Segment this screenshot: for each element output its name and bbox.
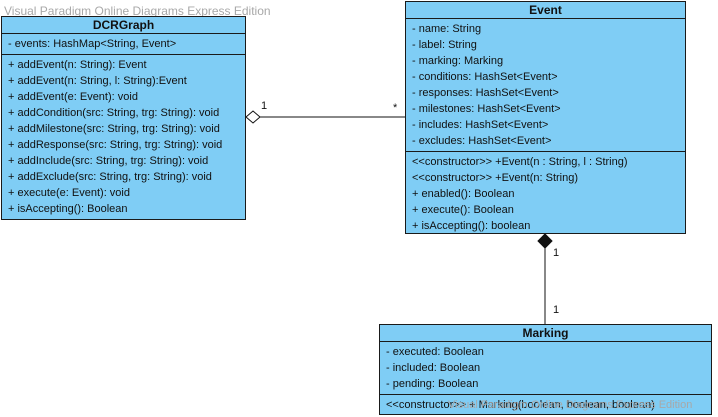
operation-row: + addExclude(src: String, trg: String): … bbox=[8, 171, 212, 183]
operation-row: + addInclude(src: String, trg: String): … bbox=[8, 155, 209, 167]
operation-row: <<constructor>> + Marking(boolean, boole… bbox=[386, 399, 655, 411]
operation-row: + addCondition(src: String, trg: String)… bbox=[8, 107, 220, 119]
attribute-row: - includes: HashSet<Event> bbox=[412, 119, 549, 131]
operation-row: + execute(): Boolean bbox=[412, 204, 514, 216]
operations-section: <<constructor>> +Event(n : String, l : S… bbox=[406, 152, 685, 236]
class-event[interactable]: Event - name: String - label: String - m… bbox=[405, 1, 686, 234]
operations-section: + addEvent(n: String): Event + addEvent(… bbox=[2, 55, 245, 219]
multiplicity-dcr-end: 1 bbox=[261, 100, 268, 112]
operations-section: <<constructor>> + Marking(boolean, boole… bbox=[380, 395, 711, 415]
attribute-row: - excludes: HashSet<Event> bbox=[412, 135, 552, 147]
class-dcrgraph[interactable]: DCRGraph - events: HashMap<String, Event… bbox=[1, 16, 246, 220]
operation-row: <<constructor>> +Event(n: String) bbox=[412, 172, 579, 184]
class-name: Event bbox=[406, 2, 685, 19]
attribute-row: - milestones: HashSet<Event> bbox=[412, 103, 561, 115]
attribute-row: - responses: HashSet<Event> bbox=[412, 87, 559, 99]
attribute-row: - name: String bbox=[412, 23, 482, 35]
aggregation-diamond bbox=[245, 110, 261, 124]
operation-row: + enabled(): Boolean bbox=[412, 188, 515, 200]
attribute-row: - label: String bbox=[412, 39, 477, 51]
operation-row: + execute(e: Event): void bbox=[8, 187, 130, 199]
operation-row: + addEvent(n: String): Event bbox=[8, 59, 147, 71]
attribute-row: - conditions: HashSet<Event> bbox=[412, 71, 558, 83]
attribute-row: - executed: Boolean bbox=[386, 346, 484, 358]
operation-row: + isAccepting(): boolean bbox=[412, 220, 531, 232]
class-name: DCRGraph bbox=[2, 17, 245, 34]
multiplicity-marking-end: 1 bbox=[553, 304, 560, 316]
operation-row: + addMilestone(src: String, trg: String)… bbox=[8, 123, 220, 135]
multiplicity-event-end: * bbox=[393, 102, 398, 114]
attributes-section: - events: HashMap<String, Event> bbox=[2, 34, 245, 55]
composition-diamond bbox=[537, 233, 553, 249]
operation-row: + isAccepting(): Boolean bbox=[8, 203, 128, 215]
class-name: Marking bbox=[380, 325, 711, 342]
attribute-row: - events: HashMap<String, Event> bbox=[8, 38, 177, 50]
attribute-row: - included: Boolean bbox=[386, 362, 481, 374]
attribute-row: - pending: Boolean bbox=[386, 378, 479, 390]
attribute-row: - marking: Marking bbox=[412, 55, 504, 67]
operation-row: + addEvent(n: String, l: String):Event bbox=[8, 75, 187, 87]
attributes-section: - name: String - label: String - marking… bbox=[406, 19, 685, 152]
watermark-top: Visual Paradigm Online Diagrams Express … bbox=[4, 4, 271, 18]
attributes-section: - executed: Boolean - included: Boolean … bbox=[380, 342, 711, 395]
operation-row: + addResponse(src: String, trg: String):… bbox=[8, 139, 223, 151]
operation-row: + addEvent(e: Event): void bbox=[8, 91, 138, 103]
operation-row: <<constructor>> +Event(n : String, l : S… bbox=[412, 156, 628, 168]
class-marking[interactable]: Marking - executed: Boolean - included: … bbox=[379, 324, 712, 415]
watermark-bottom: Visual Paradigm Online Diagrams Express … bbox=[448, 399, 693, 411]
multiplicity-event-composite-end: 1 bbox=[553, 247, 560, 259]
